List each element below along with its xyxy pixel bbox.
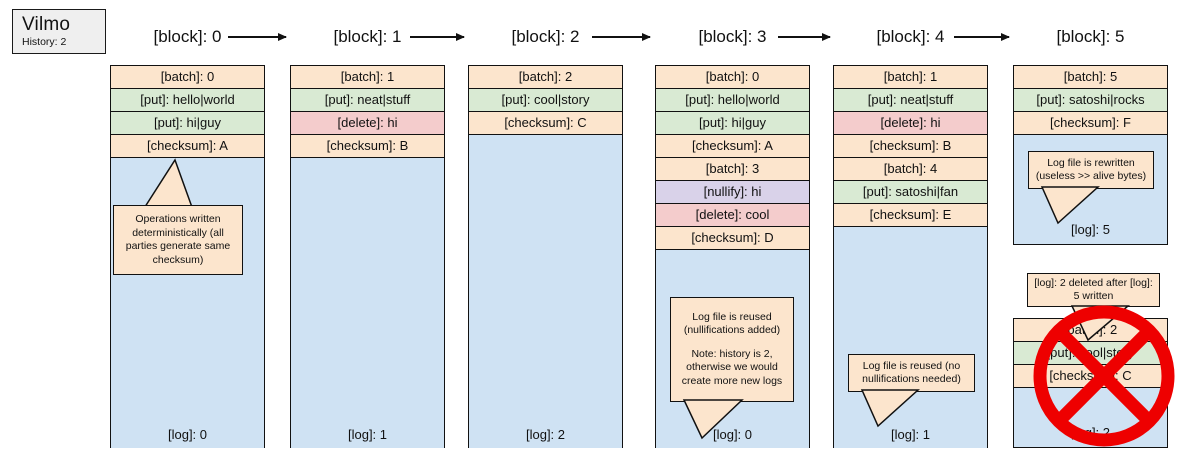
log-free-space: Operations written deterministically (al… — [111, 158, 264, 448]
entry-batch: [batch]: 0 — [111, 66, 264, 89]
vilmo-history-label: History: 2 — [22, 36, 67, 48]
entry-batch: [batch]: 1 — [291, 66, 444, 89]
log-free-space: Log file is rewritten (useless >> alive … — [1014, 135, 1167, 243]
entry-checksum: [checksum]: B — [291, 135, 444, 158]
callout-log-reused-nullifications: Log file is reused (nullifications added… — [670, 297, 794, 402]
callout-tail-icon — [858, 388, 948, 432]
arrow-0-to-1 — [228, 32, 287, 41]
entry-checksum: [checksum]: D — [656, 227, 809, 250]
entry-put: [put]: neat|stuff — [834, 89, 987, 112]
log-free-space: Log file is reused (nullifications added… — [656, 250, 809, 448]
log-free-space: [log]: 2 — [1014, 388, 1167, 446]
callout-log2-deleted: [log]: 2 deleted after [log]: 5 written — [1027, 273, 1160, 307]
entry-delete: [delete]: cool — [656, 204, 809, 227]
vilmo-title: Vilmo — [22, 14, 71, 35]
log-file-4[interactable]: [batch]: 1 [put]: neat|stuff [delete]: h… — [833, 65, 988, 448]
log-file-name: [log]: 2 — [525, 427, 566, 442]
entry-batch: [batch]: 2 — [1014, 319, 1167, 342]
column-block-0: [batch]: 0 [put]: hello|world [put]: hi|… — [110, 65, 265, 448]
entry-checksum: [checksum]: A — [111, 135, 264, 158]
entry-put: [put]: neat|stuff — [291, 89, 444, 112]
block-header-2: [block]: 2 — [511, 27, 580, 46]
arrow-4-to-5 — [954, 32, 1010, 41]
block-header-4: [block]: 4 — [876, 27, 945, 46]
log-free-space: Log file is reused (no nullifications ne… — [834, 227, 987, 448]
block-header-1: [block]: 1 — [333, 27, 402, 46]
arrow-1-to-2 — [410, 32, 465, 41]
entry-nullify: [nullify]: hi — [656, 181, 809, 204]
column-block-2: [batch]: 2 [put]: cool|story [checksum]:… — [468, 65, 623, 448]
log-file-name: [log]: 0 — [712, 427, 753, 442]
log-file-0[interactable]: [batch]: 0 [put]: hello|world [put]: hi|… — [110, 65, 265, 448]
arrow-2-to-3 — [592, 32, 651, 41]
deleted-log-file[interactable]: [batch]: 2 [put]: cool|story [checksum]:… — [1013, 318, 1168, 448]
entry-batch: [batch]: 1 — [834, 66, 987, 89]
log-file-5[interactable]: [batch]: 5 [put]: satoshi|rocks [checksu… — [1013, 65, 1168, 245]
entry-put: [put]: satoshi|rocks — [1014, 89, 1167, 112]
entry-checksum: [checksum]: B — [834, 135, 987, 158]
callout-log-reused-no-nullifications: Log file is reused (no nullifications ne… — [848, 354, 975, 392]
log-free-space: [log]: 2 — [469, 135, 622, 448]
column-block-4: [batch]: 1 [put]: neat|stuff [delete]: h… — [833, 65, 988, 448]
arrow-3-to-4 — [778, 32, 831, 41]
entry-checksum: [checksum]: F — [1014, 112, 1167, 135]
log-file-name: [log]: 1 — [890, 427, 931, 442]
log-free-space: [log]: 1 — [291, 158, 444, 448]
column-block-5: [batch]: 5 [put]: satoshi|rocks [checksu… — [1013, 65, 1168, 245]
entry-put: [put]: cool|story — [1014, 342, 1167, 365]
vilmo-logo-box: Vilmo History: 2 — [12, 9, 106, 54]
entry-batch: [batch]: 4 — [834, 158, 987, 181]
entry-batch: [batch]: 3 — [656, 158, 809, 181]
block-header-0: [block]: 0 — [153, 27, 222, 46]
entry-checksum: [checksum]: A — [656, 135, 809, 158]
entry-checksum: [checksum]: E — [834, 204, 987, 227]
entry-batch: [batch]: 2 — [469, 66, 622, 89]
entry-delete: [delete]: hi — [291, 112, 444, 135]
column-block-3: [batch]: 0 [put]: hello|world [put]: hi|… — [655, 65, 810, 448]
log-file-name: [log]: 2 — [1070, 425, 1111, 440]
entry-checksum: [checksum]: C — [1014, 365, 1167, 388]
entry-batch: [batch]: 5 — [1014, 66, 1167, 89]
block-header-5: [block]: 5 — [1056, 27, 1125, 46]
column-block-1: [batch]: 1 [put]: neat|stuff [delete]: h… — [290, 65, 445, 448]
callout-log-rewritten: Log file is rewritten (useless >> alive … — [1028, 151, 1154, 189]
callout-deterministic-ops: Operations written deterministically (al… — [113, 205, 243, 275]
entry-batch: [batch]: 0 — [656, 66, 809, 89]
entry-delete: [delete]: hi — [834, 112, 987, 135]
entry-put: [put]: hello|world — [656, 89, 809, 112]
entry-put: [put]: cool|story — [469, 89, 622, 112]
deleted-log-file-column: [batch]: 2 [put]: cool|story [checksum]:… — [1013, 318, 1168, 448]
log-file-name: [log]: 5 — [1070, 222, 1111, 237]
log-file-name: [log]: 1 — [347, 427, 388, 442]
entry-put: [put]: hi|guy — [111, 112, 264, 135]
log-file-1[interactable]: [batch]: 1 [put]: neat|stuff [delete]: h… — [290, 65, 445, 448]
entry-put: [put]: satoshi|fan — [834, 181, 987, 204]
entry-put: [put]: hello|world — [111, 89, 264, 112]
log-file-2[interactable]: [batch]: 2 [put]: cool|story [checksum]:… — [468, 65, 623, 448]
entry-checksum: [checksum]: C — [469, 112, 622, 135]
entry-put: [put]: hi|guy — [656, 112, 809, 135]
log-file-name: [log]: 0 — [167, 427, 208, 442]
block-header-3: [block]: 3 — [698, 27, 767, 46]
log-file-3[interactable]: [batch]: 0 [put]: hello|world [put]: hi|… — [655, 65, 810, 448]
